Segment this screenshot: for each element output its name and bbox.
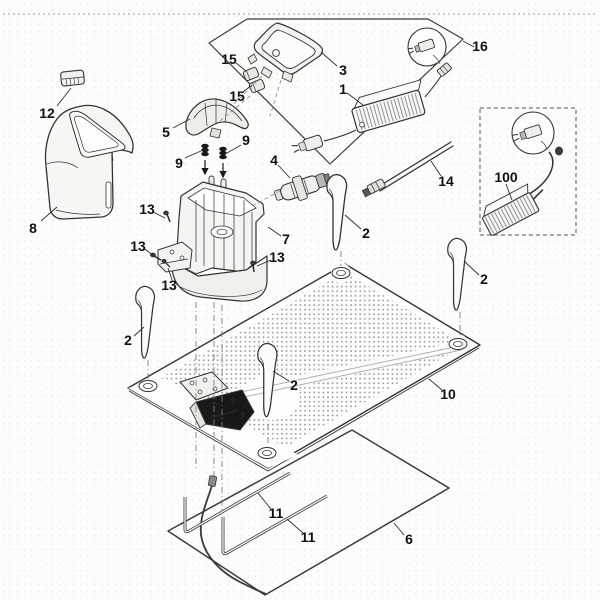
callout-12: 12 bbox=[39, 105, 55, 121]
callout-13b: 13 bbox=[130, 238, 146, 254]
mains-plug bbox=[291, 134, 324, 153]
construction-guides bbox=[147, 75, 461, 513]
mat-mount-plates bbox=[179, 371, 255, 431]
part-7-chassis bbox=[157, 175, 268, 302]
callout-13d: 13 bbox=[269, 249, 285, 265]
part-14-rod bbox=[361, 141, 454, 198]
part-9-springs bbox=[201, 143, 227, 179]
leader-lines bbox=[40, 40, 513, 536]
part-5-bracket bbox=[185, 98, 249, 139]
part-12-plate bbox=[60, 69, 85, 87]
mat-grommets bbox=[138, 267, 468, 459]
callout-16: 16 bbox=[472, 38, 488, 54]
accessory-box-100 bbox=[479, 107, 577, 236]
callout-9b: 9 bbox=[242, 132, 250, 148]
callout-15b: 15 bbox=[229, 88, 245, 104]
connector-detail-100 bbox=[511, 124, 543, 142]
callout-100: 100 bbox=[494, 169, 518, 185]
callout-10: 10 bbox=[440, 386, 456, 402]
part-1-power-supply bbox=[291, 79, 426, 153]
part-6-wire-loop bbox=[167, 429, 450, 596]
callout-1: 1 bbox=[339, 81, 347, 97]
connector-detail-16 bbox=[407, 27, 452, 98]
part-15-clips bbox=[242, 66, 266, 94]
callout-6: 6 bbox=[405, 531, 413, 547]
part-4-connector bbox=[274, 173, 332, 201]
callout-4: 4 bbox=[270, 152, 278, 168]
part-8-housing-cover bbox=[44, 104, 134, 220]
callout-3: 3 bbox=[339, 62, 347, 78]
callout-15a: 15 bbox=[221, 51, 237, 67]
callout-14: 14 bbox=[438, 173, 454, 189]
callout-2b: 2 bbox=[480, 271, 488, 287]
callout-7: 7 bbox=[282, 231, 290, 247]
callout-8: 8 bbox=[29, 220, 37, 236]
callout-9a: 9 bbox=[175, 155, 183, 171]
callout-11b: 11 bbox=[301, 529, 316, 545]
callout-13a: 13 bbox=[139, 201, 155, 217]
callout-5: 5 bbox=[162, 124, 170, 140]
callout-2d: 2 bbox=[290, 377, 298, 393]
part-3-cover-lid bbox=[247, 22, 324, 83]
callout-2a: 2 bbox=[362, 225, 370, 241]
callout-2c: 2 bbox=[124, 332, 132, 348]
cable-grommet bbox=[555, 146, 563, 156]
part-11-wires bbox=[183, 471, 328, 556]
callout-13c: 13 bbox=[161, 277, 177, 293]
part-10-base-mat bbox=[127, 263, 481, 472]
power-supply-100 bbox=[482, 183, 544, 236]
callout-11a: 11 bbox=[269, 505, 284, 521]
